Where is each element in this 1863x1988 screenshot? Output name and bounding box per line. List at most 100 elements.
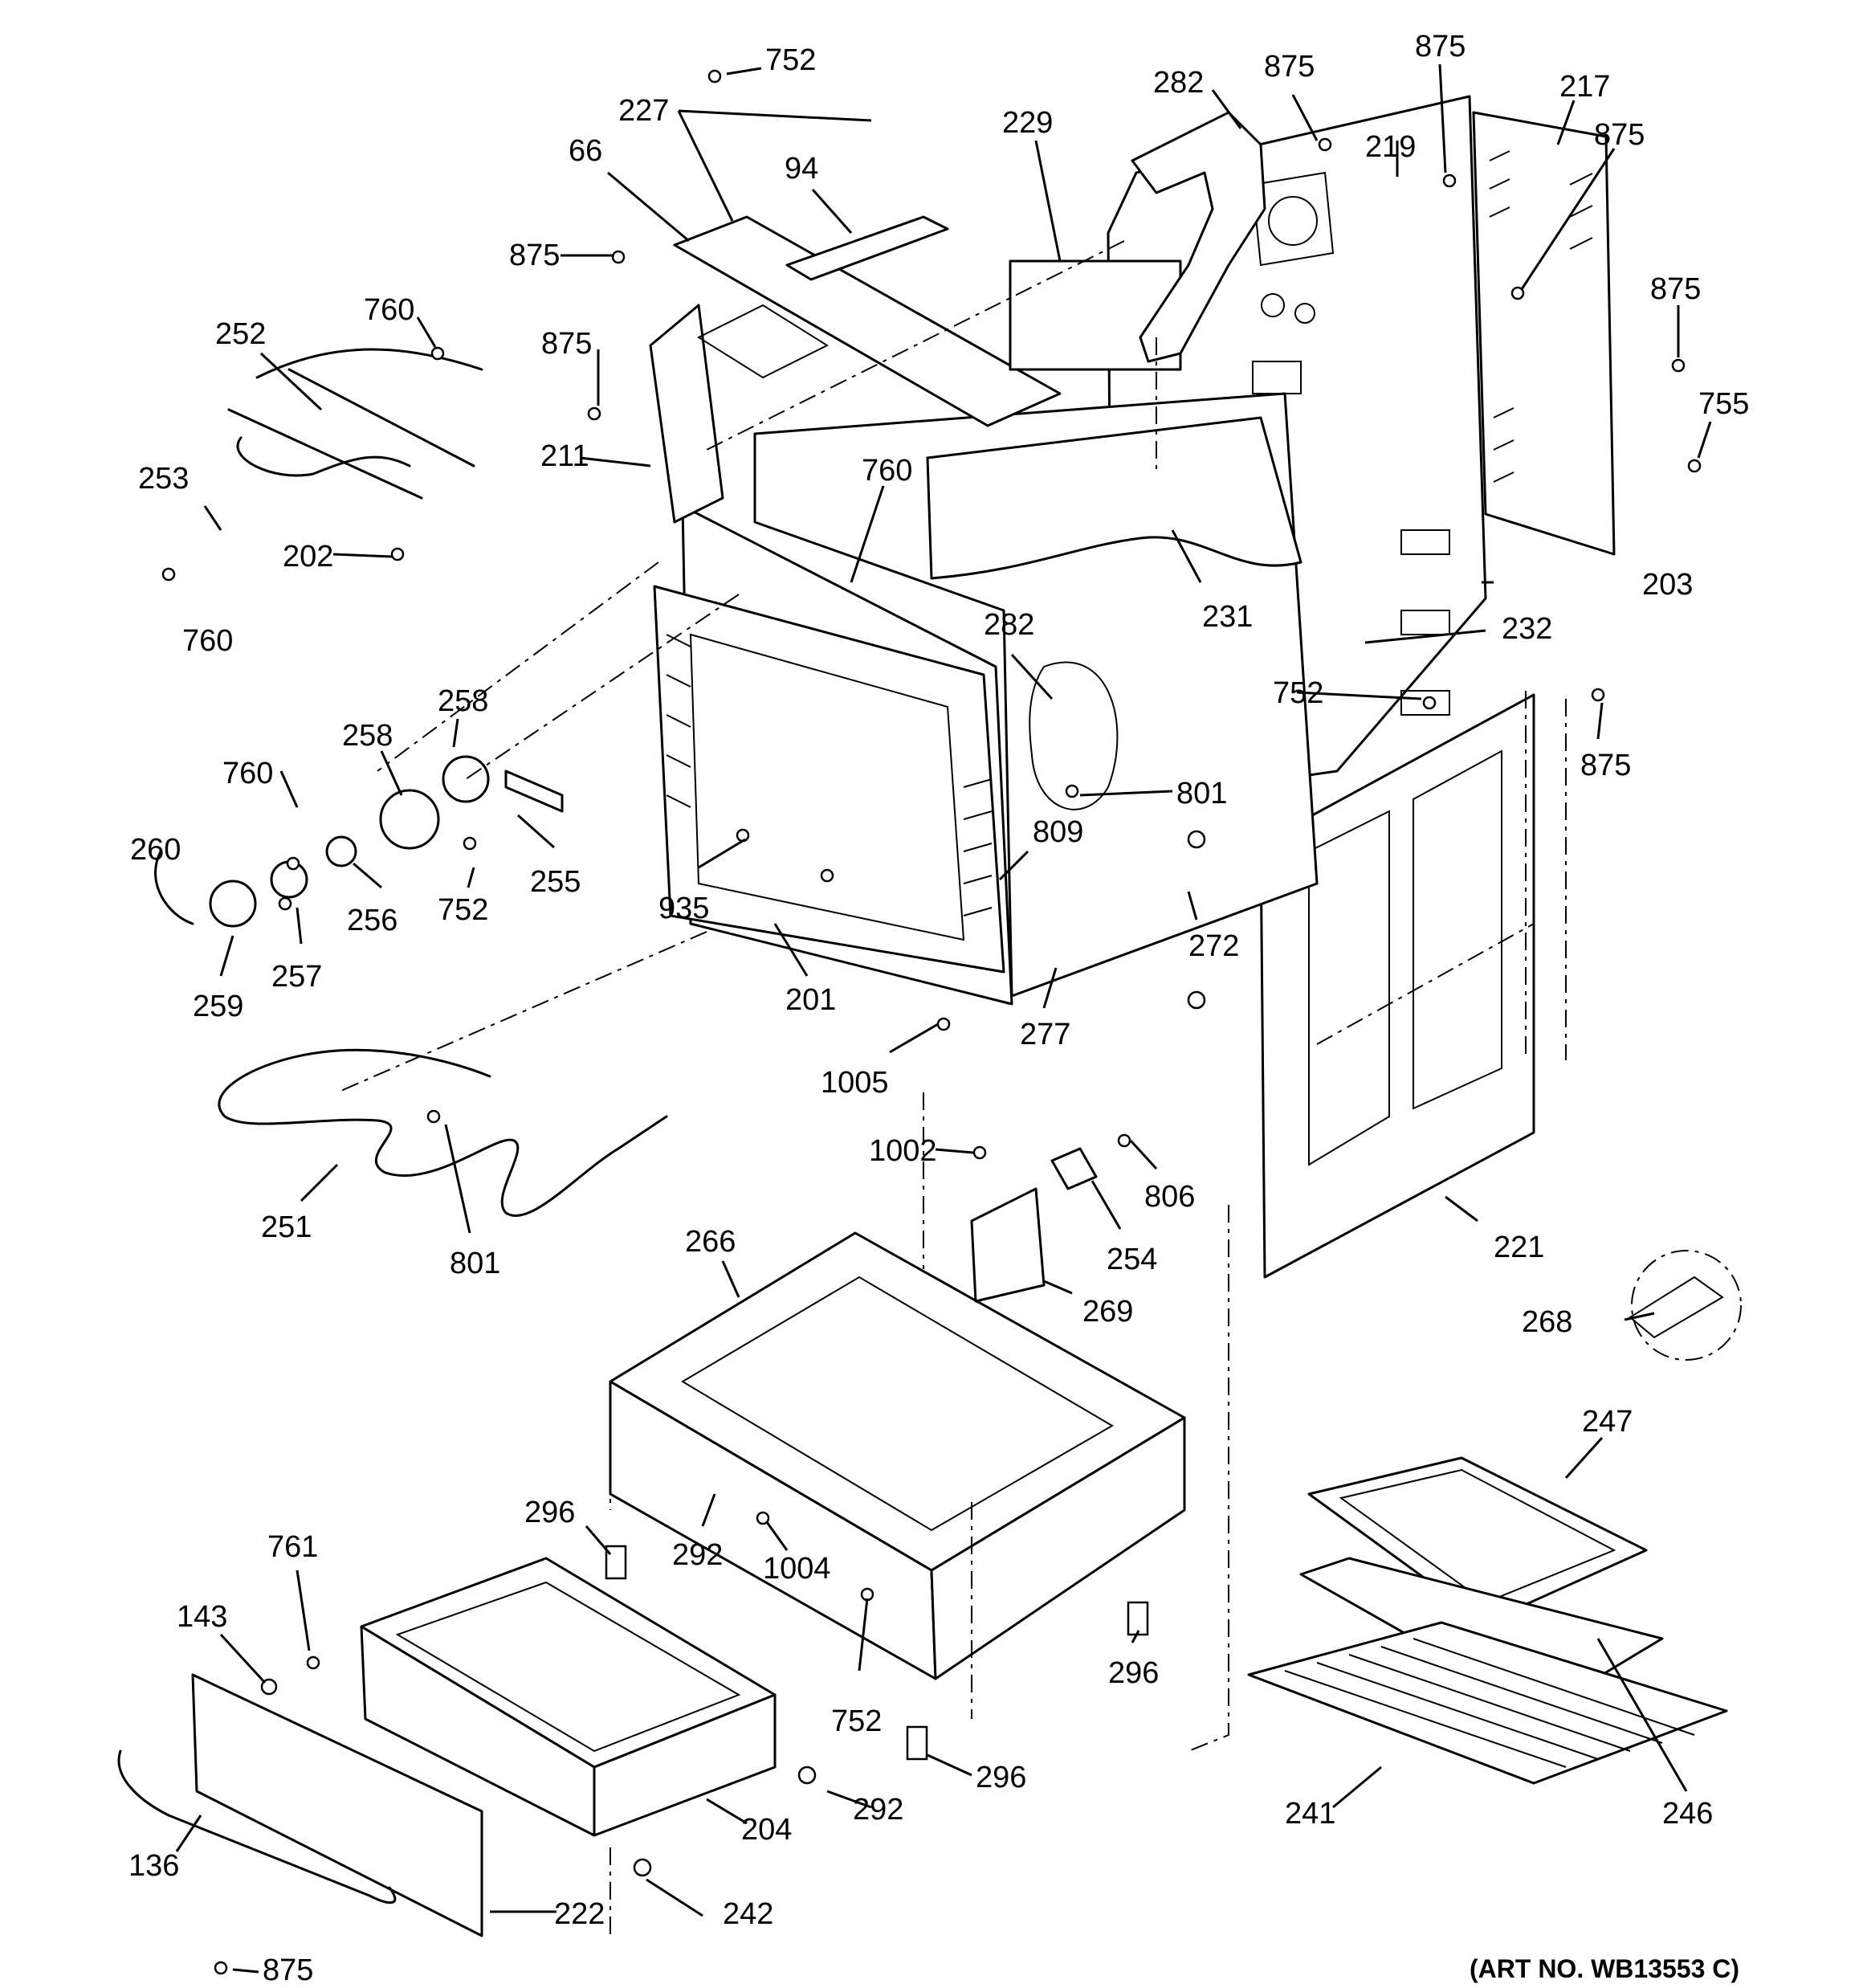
callout-66: 66 xyxy=(569,134,602,168)
bake-element-251 xyxy=(218,1048,668,1217)
callout-292: 292 xyxy=(672,1538,723,1572)
callout-761: 761 xyxy=(267,1530,318,1564)
callout-143: 143 xyxy=(177,1600,227,1634)
callout-760: 202 xyxy=(283,540,333,574)
callout-755: 755 xyxy=(1698,387,1749,421)
callout-221: 221 xyxy=(1494,1231,1544,1264)
callout-935: 935 xyxy=(658,892,709,925)
oven-liner-201 xyxy=(653,392,1319,1006)
leveling-leg-296 xyxy=(605,1545,1149,1761)
callout-241: 241 xyxy=(1285,1797,1335,1831)
callout-760: 760 xyxy=(364,293,414,327)
callout-292: 292 xyxy=(853,1793,903,1827)
screws xyxy=(161,69,1702,1975)
callout-269: 269 xyxy=(1082,1295,1133,1329)
callout-801: 801 xyxy=(1176,777,1227,810)
callout-251: 251 xyxy=(261,1210,312,1244)
callout-259: 259 xyxy=(193,990,243,1023)
callout-296: 296 xyxy=(524,1496,575,1529)
side-panel-221 xyxy=(1259,693,1535,1279)
top-channel-66 xyxy=(673,215,1062,427)
top-shroud-231 xyxy=(926,416,1302,580)
callout-222: 222 xyxy=(554,1897,605,1931)
callout-752: 752 xyxy=(1273,676,1323,710)
callout-256: 256 xyxy=(347,904,397,937)
callout-labels: 752 227 66 94 229 282 875 875 219 217 87… xyxy=(128,30,1749,1987)
callout-217: 217 xyxy=(1559,70,1610,104)
insulation-217 xyxy=(1472,111,1616,556)
callout-201: 201 xyxy=(785,983,836,1017)
callout-242: 242 xyxy=(723,1897,773,1931)
light-lens-259 xyxy=(209,880,257,928)
callout-258: 258 xyxy=(438,684,488,718)
callout-875: 875 xyxy=(1415,30,1466,63)
callout-282: 282 xyxy=(1153,66,1204,100)
detail-circle-268 xyxy=(1629,1250,1742,1361)
callout-247: 247 xyxy=(1582,1405,1633,1439)
callout-760: 760 xyxy=(222,757,273,790)
socket-256 xyxy=(325,835,357,867)
callout-875: 875 xyxy=(263,1953,313,1987)
callout-875: 875 xyxy=(541,327,592,361)
callout-875: 875 xyxy=(1594,118,1645,152)
callout-801: 801 xyxy=(450,1247,500,1280)
leader-lines xyxy=(175,63,1712,1974)
side-wall-211 xyxy=(649,304,724,524)
callout-277: 277 xyxy=(1020,1018,1070,1051)
callout-94: 94 xyxy=(785,152,818,186)
callout-875: 875 xyxy=(509,239,560,272)
callout-231: 231 xyxy=(1202,600,1253,634)
drawer-handle-136 xyxy=(117,1749,397,1904)
callout-258: 258 xyxy=(342,719,393,753)
callout-257: 257 xyxy=(271,960,322,994)
callout-253: 253 xyxy=(138,462,189,496)
callout-752: 752 xyxy=(438,893,488,927)
callout-203: 203 xyxy=(1642,568,1693,602)
callout-1002: 1002 xyxy=(869,1134,937,1168)
callout-809: 809 xyxy=(1033,815,1083,849)
callout-875: 875 xyxy=(1264,50,1315,84)
callout-875: 875 xyxy=(1580,749,1631,782)
alignment-lines xyxy=(336,240,1567,1936)
callout-219: 219 xyxy=(1365,130,1416,164)
callout-760: 760 xyxy=(182,624,233,658)
callout-1004: 1004 xyxy=(763,1552,831,1586)
callout-246: 246 xyxy=(1662,1797,1713,1831)
callout-204: 204 xyxy=(741,1813,792,1847)
callout-1005: 1005 xyxy=(821,1066,889,1100)
callout-260: 260 xyxy=(130,833,181,867)
broil-element-252 xyxy=(227,348,483,500)
vent-duct-282 xyxy=(1131,111,1266,363)
callout-752: 752 xyxy=(831,1704,882,1738)
callout-752: 752 xyxy=(765,43,816,77)
callout-296: 296 xyxy=(976,1761,1026,1794)
bracket-269 xyxy=(970,1187,1046,1303)
callout-272: 272 xyxy=(1188,929,1239,963)
callout-254: 254 xyxy=(1107,1243,1157,1276)
callout-268: 268 xyxy=(1522,1305,1572,1339)
callout-202: 760 xyxy=(862,454,912,488)
callout-282: 282 xyxy=(984,608,1034,642)
callout-252: 252 xyxy=(215,317,266,351)
callout-296: 296 xyxy=(1108,1656,1159,1690)
callout-232: 232 xyxy=(1502,612,1552,646)
callout-227: 227 xyxy=(618,94,669,128)
insulation-blanket-229 xyxy=(1009,259,1182,371)
drawer-204 xyxy=(360,1557,777,1837)
callout-266: 266 xyxy=(685,1225,736,1259)
wire-clip-260 xyxy=(154,850,194,925)
oven-rack-241 xyxy=(1247,1621,1728,1785)
bracket-94 xyxy=(785,215,949,281)
callout-211: 211 xyxy=(540,439,589,473)
drawer-front-222 xyxy=(191,1673,483,1937)
shield-255 xyxy=(504,769,564,813)
callout-136: 136 xyxy=(128,1849,179,1883)
callout-229: 229 xyxy=(1002,106,1053,140)
socket-ring-258 xyxy=(379,755,490,850)
art-number: (ART NO. WB13553 C) xyxy=(1470,1954,1739,1983)
terminal-block-254 xyxy=(1050,1147,1098,1190)
callout-255: 255 xyxy=(530,865,581,899)
callout-806: 806 xyxy=(1144,1180,1195,1214)
callout-875: 875 xyxy=(1650,272,1701,306)
